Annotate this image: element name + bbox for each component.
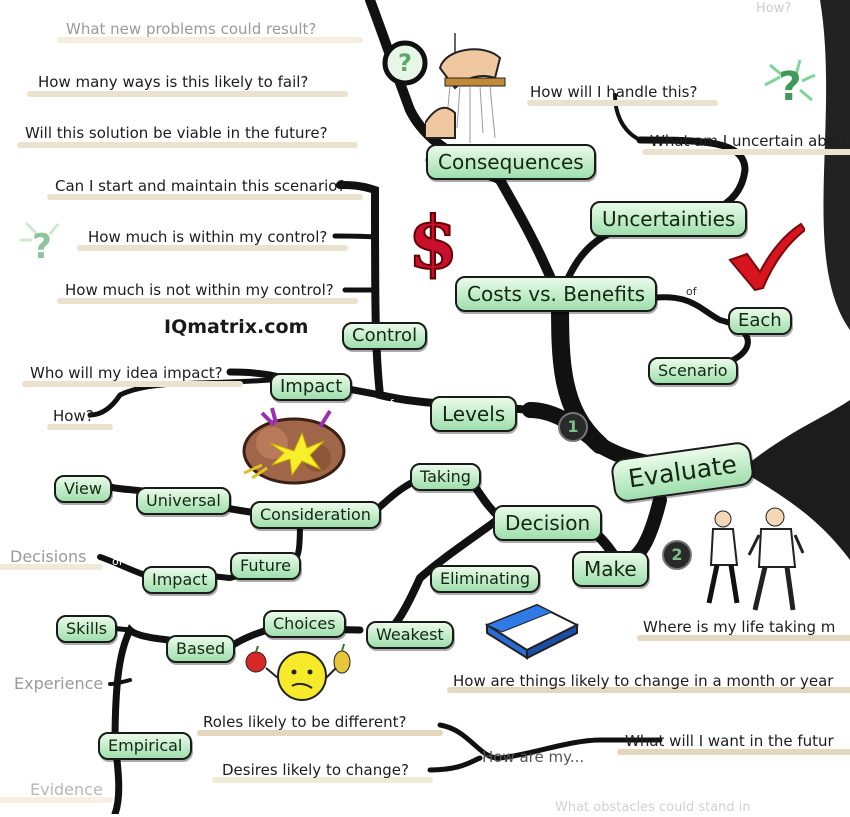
node-uncertainties: Uncertainties	[590, 201, 748, 237]
confused-face-icon	[245, 643, 351, 701]
question-fail: How many ways is this likely to fail?	[38, 73, 309, 91]
connector-of: of	[686, 285, 697, 298]
question-viable: Will this solution be viable in the futu…	[25, 124, 328, 142]
question-not-within-control: How much is not within my control?	[65, 281, 334, 299]
question-handle: How will I handle this?	[530, 83, 698, 101]
svg-text:$: $	[408, 202, 458, 280]
watermark-logo: IQmatrix.com	[160, 316, 313, 338]
node-skills: Skills	[56, 615, 118, 643]
node-impact-2: Impact	[142, 566, 218, 594]
node-costs-vs-benefits: Costs vs. Benefits	[455, 276, 658, 312]
node-view: View	[54, 475, 112, 503]
dollar-sign-icon: $	[407, 202, 459, 280]
question-within-control: How much is within my control?	[88, 228, 328, 246]
node-weakest: Weakest	[366, 621, 454, 649]
background-swoosh-2	[740, 400, 850, 560]
node-decision: Decision	[493, 505, 603, 541]
question-mark-icon: ?	[382, 40, 428, 86]
node-based: Based	[166, 635, 236, 663]
check-mark-icon	[728, 222, 805, 292]
svg-text:?: ?	[32, 227, 52, 266]
question-roles: Roles likely to be different?	[203, 713, 407, 731]
node-consequences: Consequences	[426, 144, 596, 180]
question-how: How?	[53, 407, 94, 425]
node-choices: Choices	[263, 610, 346, 638]
connector-of-levels: of	[383, 397, 394, 410]
node-eliminating: Eliminating	[430, 565, 540, 593]
node-control: Control	[342, 322, 428, 350]
node-each: Each	[728, 307, 792, 335]
question-who-impact: Who will my idea impact?	[30, 364, 223, 382]
eraser-icon	[484, 603, 580, 660]
question-new-problems: What new problems could result?	[66, 20, 317, 38]
question-mark-icon: ?	[764, 59, 816, 110]
node-empirical: Empirical	[98, 732, 193, 760]
question-start-maintain: Can I start and maintain this scenario?	[55, 177, 346, 195]
node-evidence: Evidence	[30, 780, 103, 799]
node-impact: Impact	[270, 373, 353, 401]
node-decisions: Decisions	[10, 547, 87, 566]
connector-of-decisions: of	[112, 555, 123, 568]
explosion-icon	[242, 407, 346, 485]
question-underlines	[0, 37, 850, 803]
node-taking: Taking	[410, 463, 481, 491]
badge-one: 1	[558, 412, 588, 442]
svg-text:?: ?	[398, 49, 412, 77]
question-mark-icon: ?	[20, 221, 60, 266]
node-experience: Experience	[14, 674, 104, 693]
node-universal: Universal	[136, 487, 231, 515]
node-make: Make	[572, 551, 649, 587]
puppet-hand-icon	[425, 33, 506, 143]
node-consideration: Consideration	[250, 501, 381, 529]
question-top-partial: How?	[756, 1, 792, 16]
question-want-future: What will I want in the futur	[625, 732, 834, 750]
question-change-month: How are things likely to change in a mon…	[453, 672, 834, 690]
connector-into: into	[400, 507, 422, 520]
node-future: Future	[230, 552, 301, 580]
two-people-icon	[706, 507, 805, 611]
svg-text:?: ?	[778, 64, 801, 110]
connector-on: on	[128, 642, 142, 655]
badge-two: 2	[662, 540, 692, 570]
node-scenario: Scenario	[648, 357, 738, 385]
background-swoosh	[820, 0, 850, 330]
node-how-are-my: How are my...	[482, 748, 585, 766]
question-desires: Desires likely to change?	[222, 761, 409, 779]
node-levels: Levels	[430, 396, 518, 432]
question-uncertain-about: What am I uncertain abou	[650, 132, 846, 150]
question-life-taking: Where is my life taking m	[643, 618, 836, 636]
question-bottom-partial: What obstacles could stand in	[555, 800, 751, 815]
